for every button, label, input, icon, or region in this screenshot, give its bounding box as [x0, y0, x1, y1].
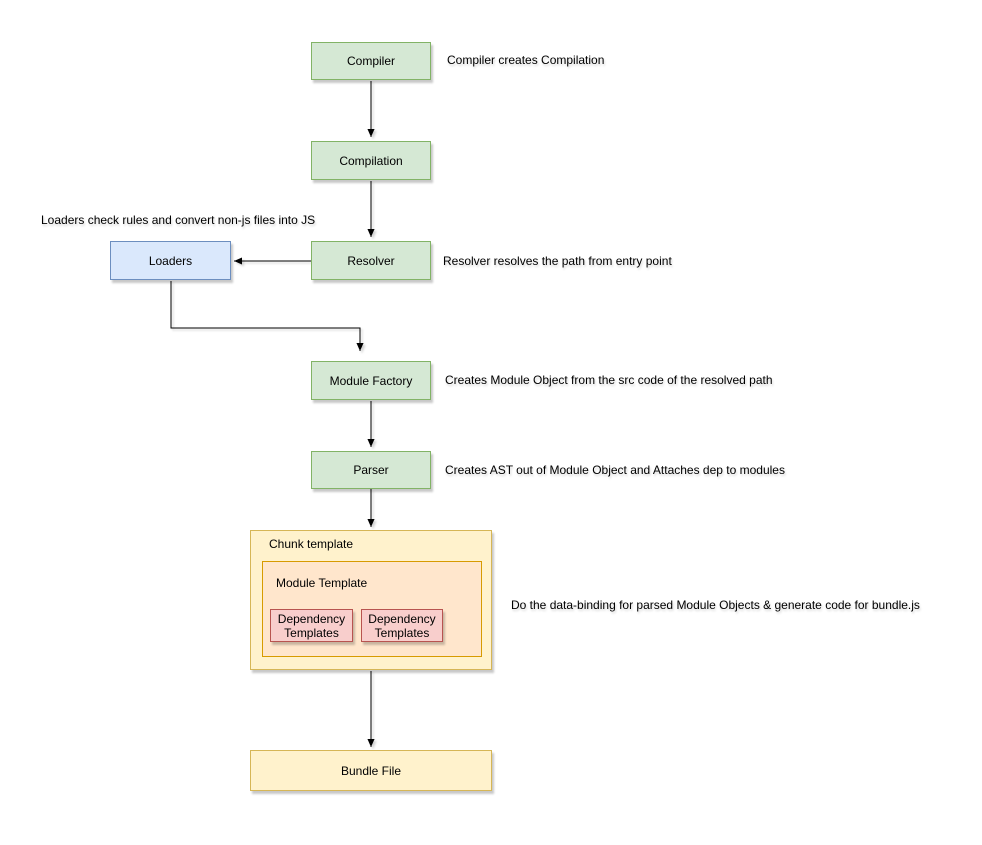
node-dependency-templates-1: Dependency Templates [270, 609, 353, 642]
node-module-template-label: Module Template [276, 576, 368, 590]
node-bundle-file-label: Bundle File [340, 763, 402, 778]
node-dependency-templates-2: Dependency Templates [361, 609, 443, 642]
node-module-factory-label: Module Factory [329, 373, 413, 388]
node-bundle-file: Bundle File [250, 750, 492, 791]
node-module-template: Module Template Dependency Templates Dep… [262, 561, 482, 657]
annotation-module-factory: Creates Module Object from the src code … [445, 373, 773, 387]
annotation-parser: Creates AST out of Module Object and Att… [445, 463, 785, 477]
node-module-factory: Module Factory [311, 361, 431, 400]
node-loaders: Loaders [110, 241, 231, 280]
node-loaders-label: Loaders [148, 253, 193, 268]
node-compilation: Compilation [311, 141, 431, 180]
annotation-loaders: Loaders check rules and convert non-js f… [41, 213, 316, 227]
node-dependency-templates-2-label: Dependency Templates [368, 611, 436, 640]
node-resolver-label: Resolver [347, 253, 395, 268]
annotation-chunk-template: Do the data-binding for parsed Module Ob… [511, 598, 920, 612]
node-compilation-label: Compilation [339, 153, 403, 168]
annotation-resolver: Resolver resolves the path from entry po… [443, 254, 672, 268]
annotation-compiler: Compiler creates Compilation [447, 53, 605, 67]
node-parser-label: Parser [353, 463, 389, 477]
node-chunk-template: Chunk template Module Template Dependenc… [250, 530, 492, 670]
node-parser: Parser [311, 451, 431, 489]
node-dependency-templates-1-label: Dependency Templates [277, 611, 346, 640]
node-compiler-label: Compiler [346, 54, 395, 68]
node-resolver: Resolver [311, 241, 431, 280]
edge-loaders-to-module-factory [170, 281, 364, 351]
node-compiler: Compiler [311, 42, 431, 80]
node-chunk-template-label: Chunk template [269, 537, 354, 551]
